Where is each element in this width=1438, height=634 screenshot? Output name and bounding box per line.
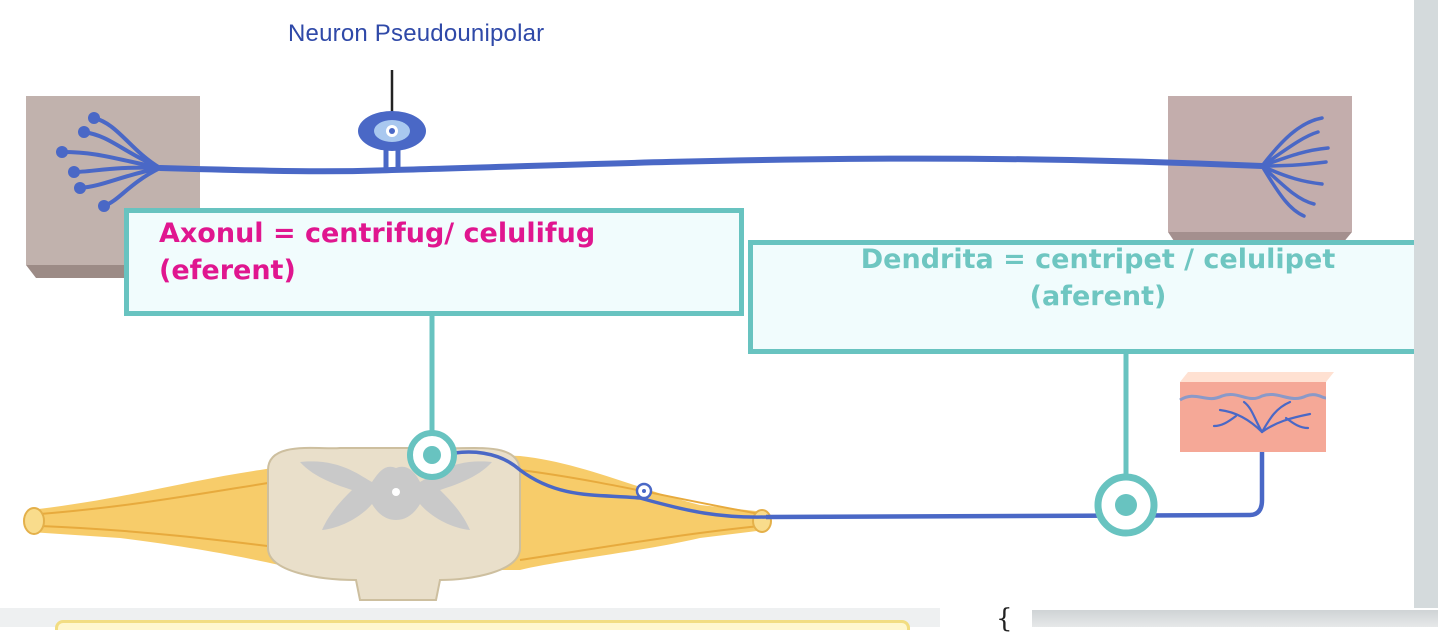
axon-ring-marker-icon [407, 430, 457, 480]
axon-small-soma-icon [635, 482, 653, 500]
dendrite-label-line1: Dendrita = centripet / celulipet [860, 244, 1336, 275]
axon-path [439, 450, 767, 519]
axon-label-box: Axonul = centrifug/ celulifug (eferent) [124, 208, 744, 316]
diagram-title: Neuron Pseudounipolar [288, 20, 545, 47]
right-muscle-block-icon [1168, 96, 1352, 244]
right-dendrite-branches [1260, 116, 1330, 218]
dendrite-ring-marker-icon [1094, 473, 1158, 537]
skin-receptor-icon [1179, 372, 1334, 452]
bottom-right-panel [1032, 610, 1438, 627]
axon-label-line2: (eferent) [159, 255, 296, 286]
spinal-cord-icon [267, 446, 521, 601]
bottom-brace-glyph: { [996, 604, 1013, 634]
dendrite-label-line2: (aferent) [1029, 281, 1167, 312]
dendrite-label-box: Dendrita = centripet / celulipet (aferen… [748, 240, 1438, 354]
axon-label-line1: Axonul = centrifug/ celulifug [159, 218, 596, 249]
afferent-fiber [765, 432, 1265, 520]
left-terminal-knobs [56, 112, 110, 212]
main-nerve-fiber [157, 155, 1265, 175]
bottom-left-note-bar [55, 620, 910, 630]
right-edge-strip [1414, 0, 1438, 610]
neuron-cell-body-icon [358, 111, 426, 151]
